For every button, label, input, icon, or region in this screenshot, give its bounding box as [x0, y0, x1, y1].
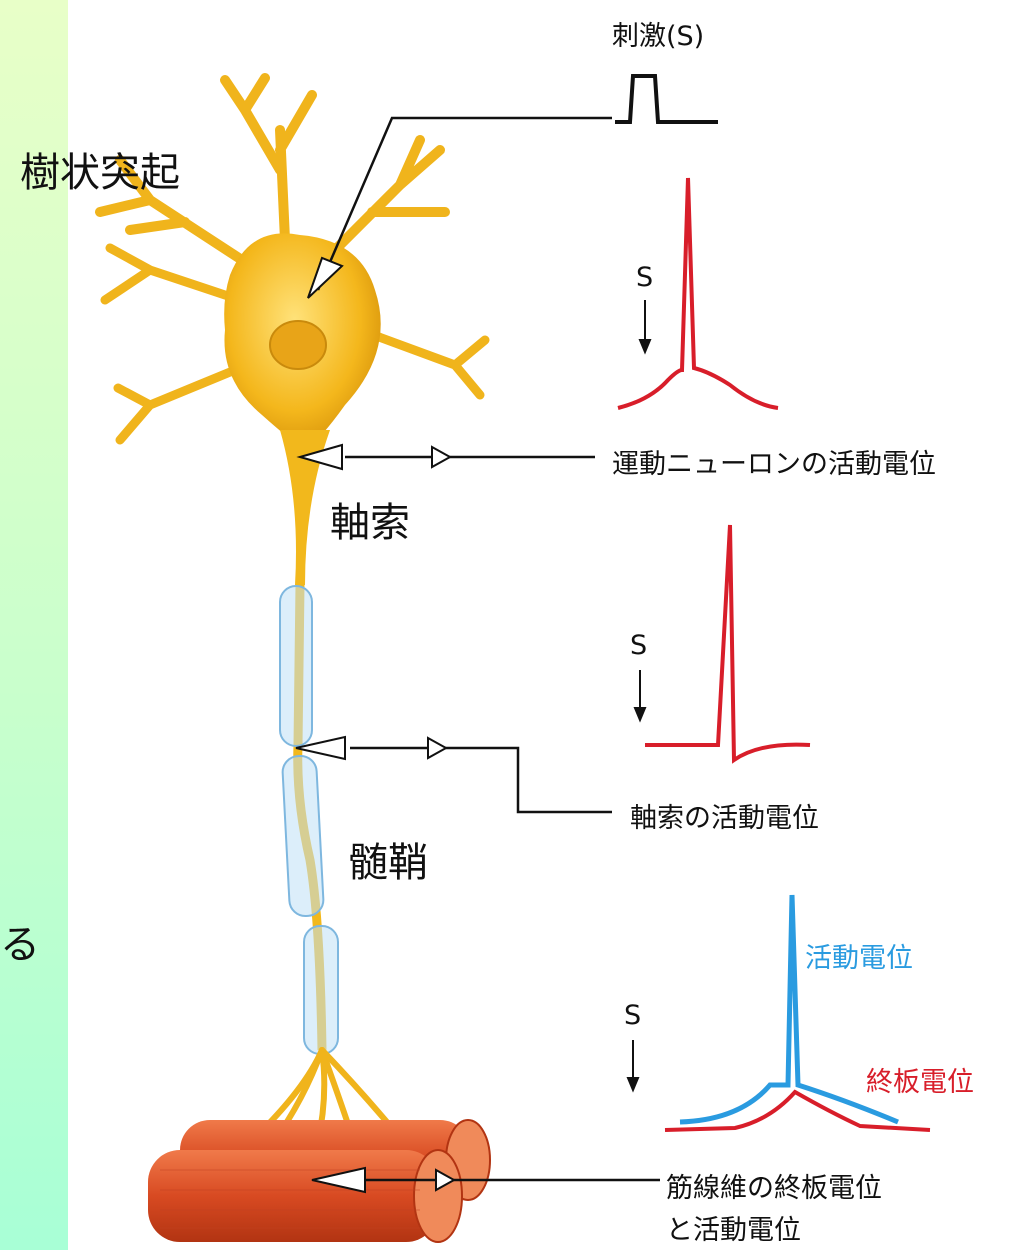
- myelin-label: 髄鞘: [348, 840, 428, 886]
- nucleus: [269, 320, 327, 370]
- axon-hillock: [280, 430, 330, 585]
- dendrite-label: 樹状突起: [20, 150, 180, 196]
- endplate-potential-trace: [664, 1089, 931, 1132]
- axon-ap-trace: [645, 524, 811, 764]
- motor-neuron-ap-trace: [617, 177, 779, 410]
- stimulus-arrows: [626, 300, 652, 1093]
- myelin-sheaths: [279, 585, 339, 1055]
- action-potential-label: 活動電位: [805, 943, 913, 974]
- muscle-fibers: [148, 1119, 491, 1243]
- stimulus-label: 刺激(S): [612, 21, 705, 52]
- s-marker-3: S: [624, 1000, 642, 1031]
- motor-neuron-ap-label: 運動ニューロンの活動電位: [612, 449, 936, 480]
- dendrites: [95, 73, 490, 445]
- edge-fragment-label: る: [0, 922, 40, 968]
- endplate-potential-label: 終板電位: [866, 1067, 974, 1098]
- axon-ap-label: 軸索の活動電位: [630, 803, 819, 834]
- action-potential-trace: [679, 894, 899, 1125]
- muscle-fiber-label-line2: と活動電位: [666, 1215, 801, 1246]
- muscle-fiber-label-line1: 筋線維の終板電位: [666, 1173, 882, 1204]
- electrodes: [295, 256, 457, 1194]
- axon-label: 軸索: [330, 500, 410, 546]
- stimulus-trace: [615, 74, 718, 124]
- s-marker-1: S: [636, 262, 654, 293]
- s-marker-2: S: [630, 630, 648, 661]
- left-gradient-strip: [0, 0, 68, 1250]
